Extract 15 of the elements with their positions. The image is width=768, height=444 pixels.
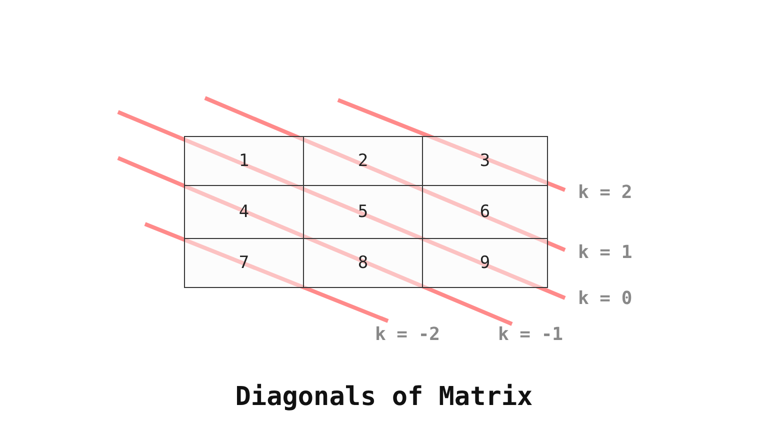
diagonal-label: k = 2 <box>578 183 632 203</box>
matrix-cell: 3 <box>422 136 548 186</box>
diagonal-label: k = 1 <box>578 243 632 263</box>
matrix-cell: 7 <box>184 238 304 288</box>
matrix-cell: 9 <box>422 238 548 288</box>
matrix-cell: 1 <box>184 136 304 186</box>
diagram-title: Diagonals of Matrix <box>234 382 534 412</box>
matrix-cell: 5 <box>303 185 423 239</box>
diagonal-label: k = -1 <box>498 325 564 345</box>
matrix-cell: 4 <box>184 185 304 239</box>
matrix-cell: 2 <box>303 136 423 186</box>
diagonal-label: k = -2 <box>375 325 440 345</box>
diagonal-label: k = 0 <box>578 289 632 309</box>
matrix-cell: 8 <box>303 238 423 288</box>
matrix-cell: 6 <box>422 185 548 239</box>
